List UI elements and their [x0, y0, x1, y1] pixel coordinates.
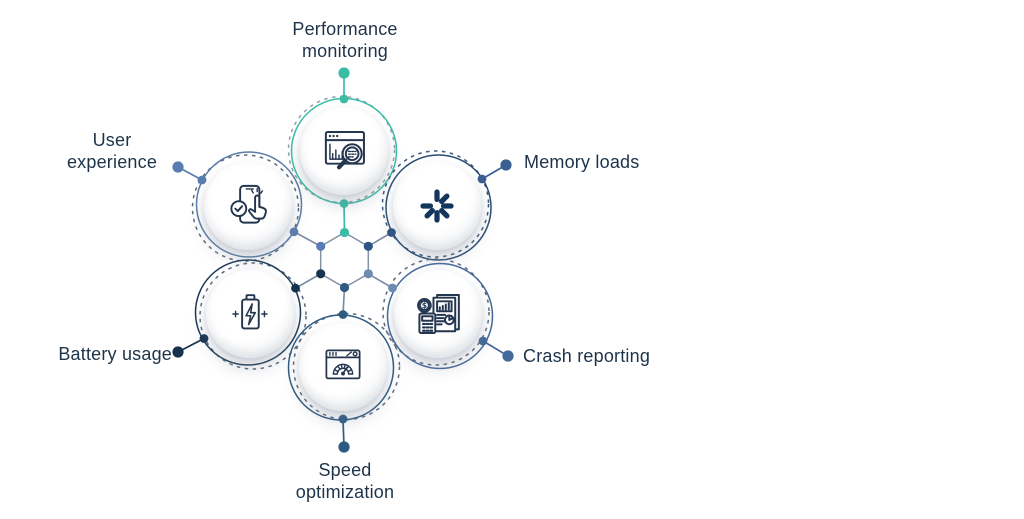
node-performance-monitoring	[300, 107, 388, 195]
label-line: User	[92, 130, 132, 150]
svg-text:$: $	[422, 301, 427, 310]
hub-vertex-dots	[316, 227, 373, 293]
label-line: Battery usage	[58, 344, 172, 364]
label-crash-reporting: Crash reporting	[523, 345, 650, 367]
report-calculator-icon: $	[417, 293, 460, 335]
label-line: Crash reporting	[523, 346, 651, 366]
node-battery-usage	[206, 270, 294, 358]
node-memory-loads	[393, 162, 481, 250]
label-line: Performance	[292, 19, 398, 39]
node-edge-dots-inner	[289, 199, 397, 319]
label-performance-monitoring: Performance monitoring	[245, 18, 445, 62]
label-memory-loads: Memory loads	[524, 151, 639, 173]
speedometer-gauge-icon	[325, 349, 361, 380]
label-line: Memory loads	[524, 152, 640, 172]
battery-charging-icon	[232, 294, 268, 330]
node-edge-dots-outer	[197, 94, 488, 424]
label-line: optimization	[295, 482, 395, 502]
label-line: monitoring	[301, 41, 389, 61]
phone-tap-check-icon	[230, 184, 267, 224]
label-user-experience: User experience	[22, 129, 202, 173]
label-speed-optimization: Speed optimization	[245, 459, 445, 503]
loading-spinner-icon	[420, 189, 454, 223]
hub-hexagon	[319, 231, 370, 289]
node-user-experience	[204, 162, 292, 250]
node-crash-reporting: $	[394, 270, 482, 358]
browser-analytics-magnifier-icon	[324, 130, 365, 170]
label-line: experience	[66, 152, 158, 172]
label-battery-usage: Battery usage	[20, 343, 172, 365]
node-speed-optimization	[299, 323, 387, 411]
label-dots	[172, 67, 514, 453]
label-line: Speed	[318, 460, 372, 480]
hub-spokes	[293, 203, 393, 315]
